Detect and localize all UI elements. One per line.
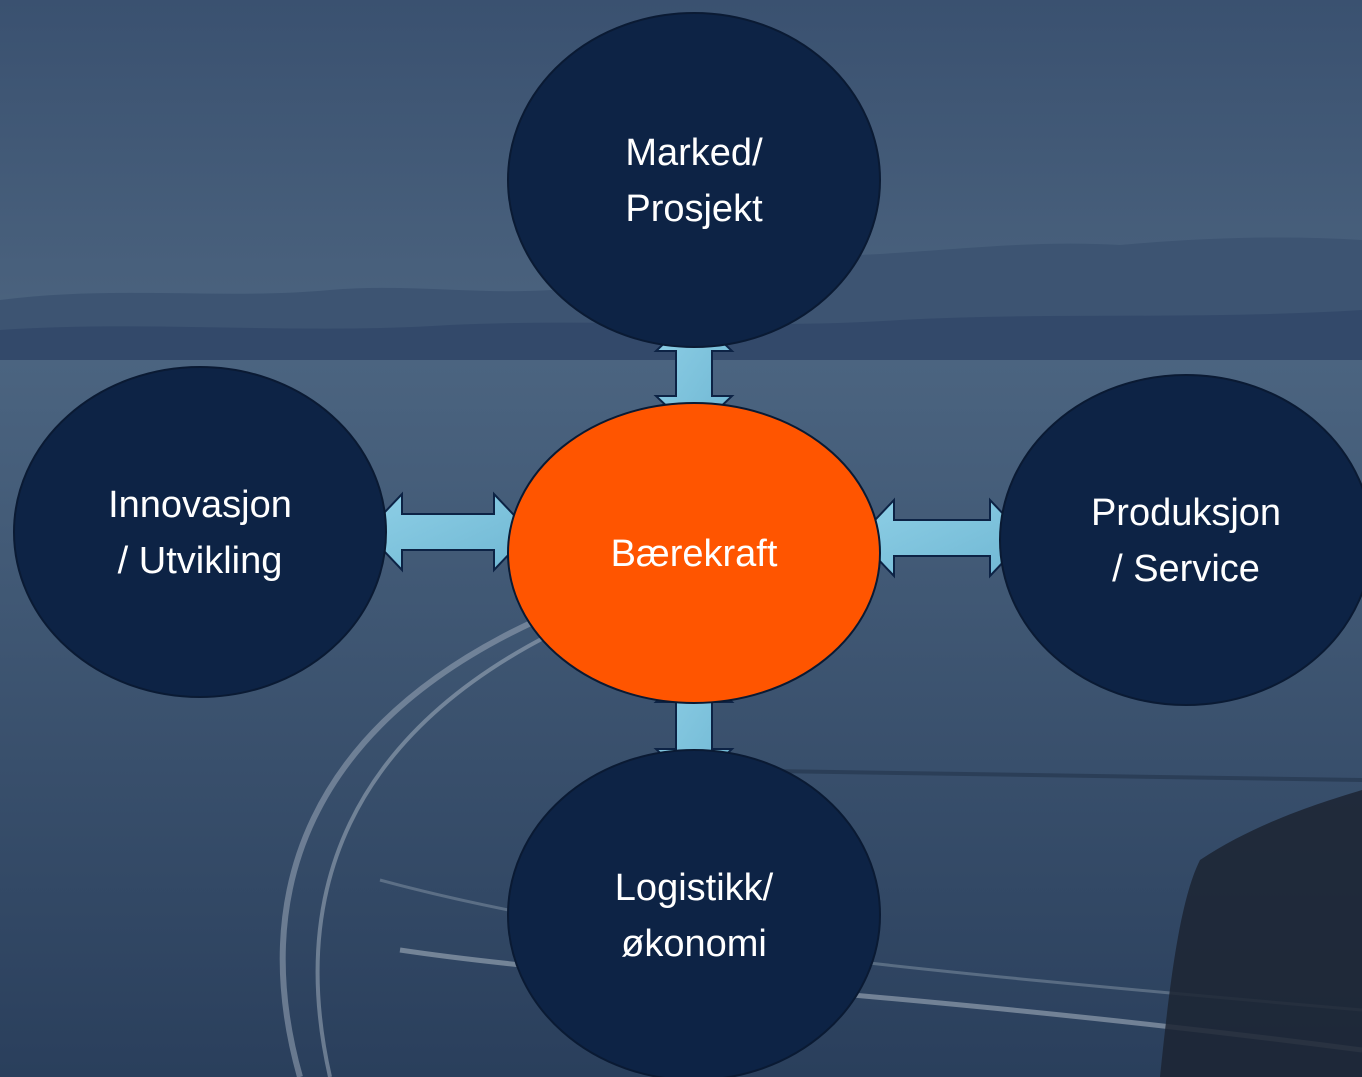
node-right-label-line: Produksjon <box>1091 492 1281 534</box>
arrow-center-left <box>364 491 532 573</box>
node-right-label-line: / Service <box>1112 548 1260 590</box>
node-bottom-shape <box>507 749 881 1077</box>
node-right: Produksjon / Service <box>999 374 1362 706</box>
node-right-shape <box>999 374 1362 706</box>
node-top-shape <box>507 12 881 348</box>
node-center-shape <box>507 402 881 704</box>
node-bottom-label-line: Logistikk/ <box>615 867 774 909</box>
node-top-label-line: Marked/ <box>625 132 763 174</box>
node-top: Marked/Prosjekt <box>507 12 881 348</box>
node-left-label-line: Innovasjon <box>108 484 292 526</box>
node-center: Bærekraft <box>507 402 881 704</box>
node-top-label-line: Prosjekt <box>625 188 763 230</box>
node-left-shape <box>13 366 387 698</box>
node-left: Innovasjon / Utvikling <box>13 366 387 698</box>
node-bottom: Logistikk/økonomi <box>507 749 881 1077</box>
node-left-label-line: / Utvikling <box>118 540 283 582</box>
node-center-label-line: Bærekraft <box>611 533 778 575</box>
node-bottom-label-line: økonomi <box>621 923 767 965</box>
